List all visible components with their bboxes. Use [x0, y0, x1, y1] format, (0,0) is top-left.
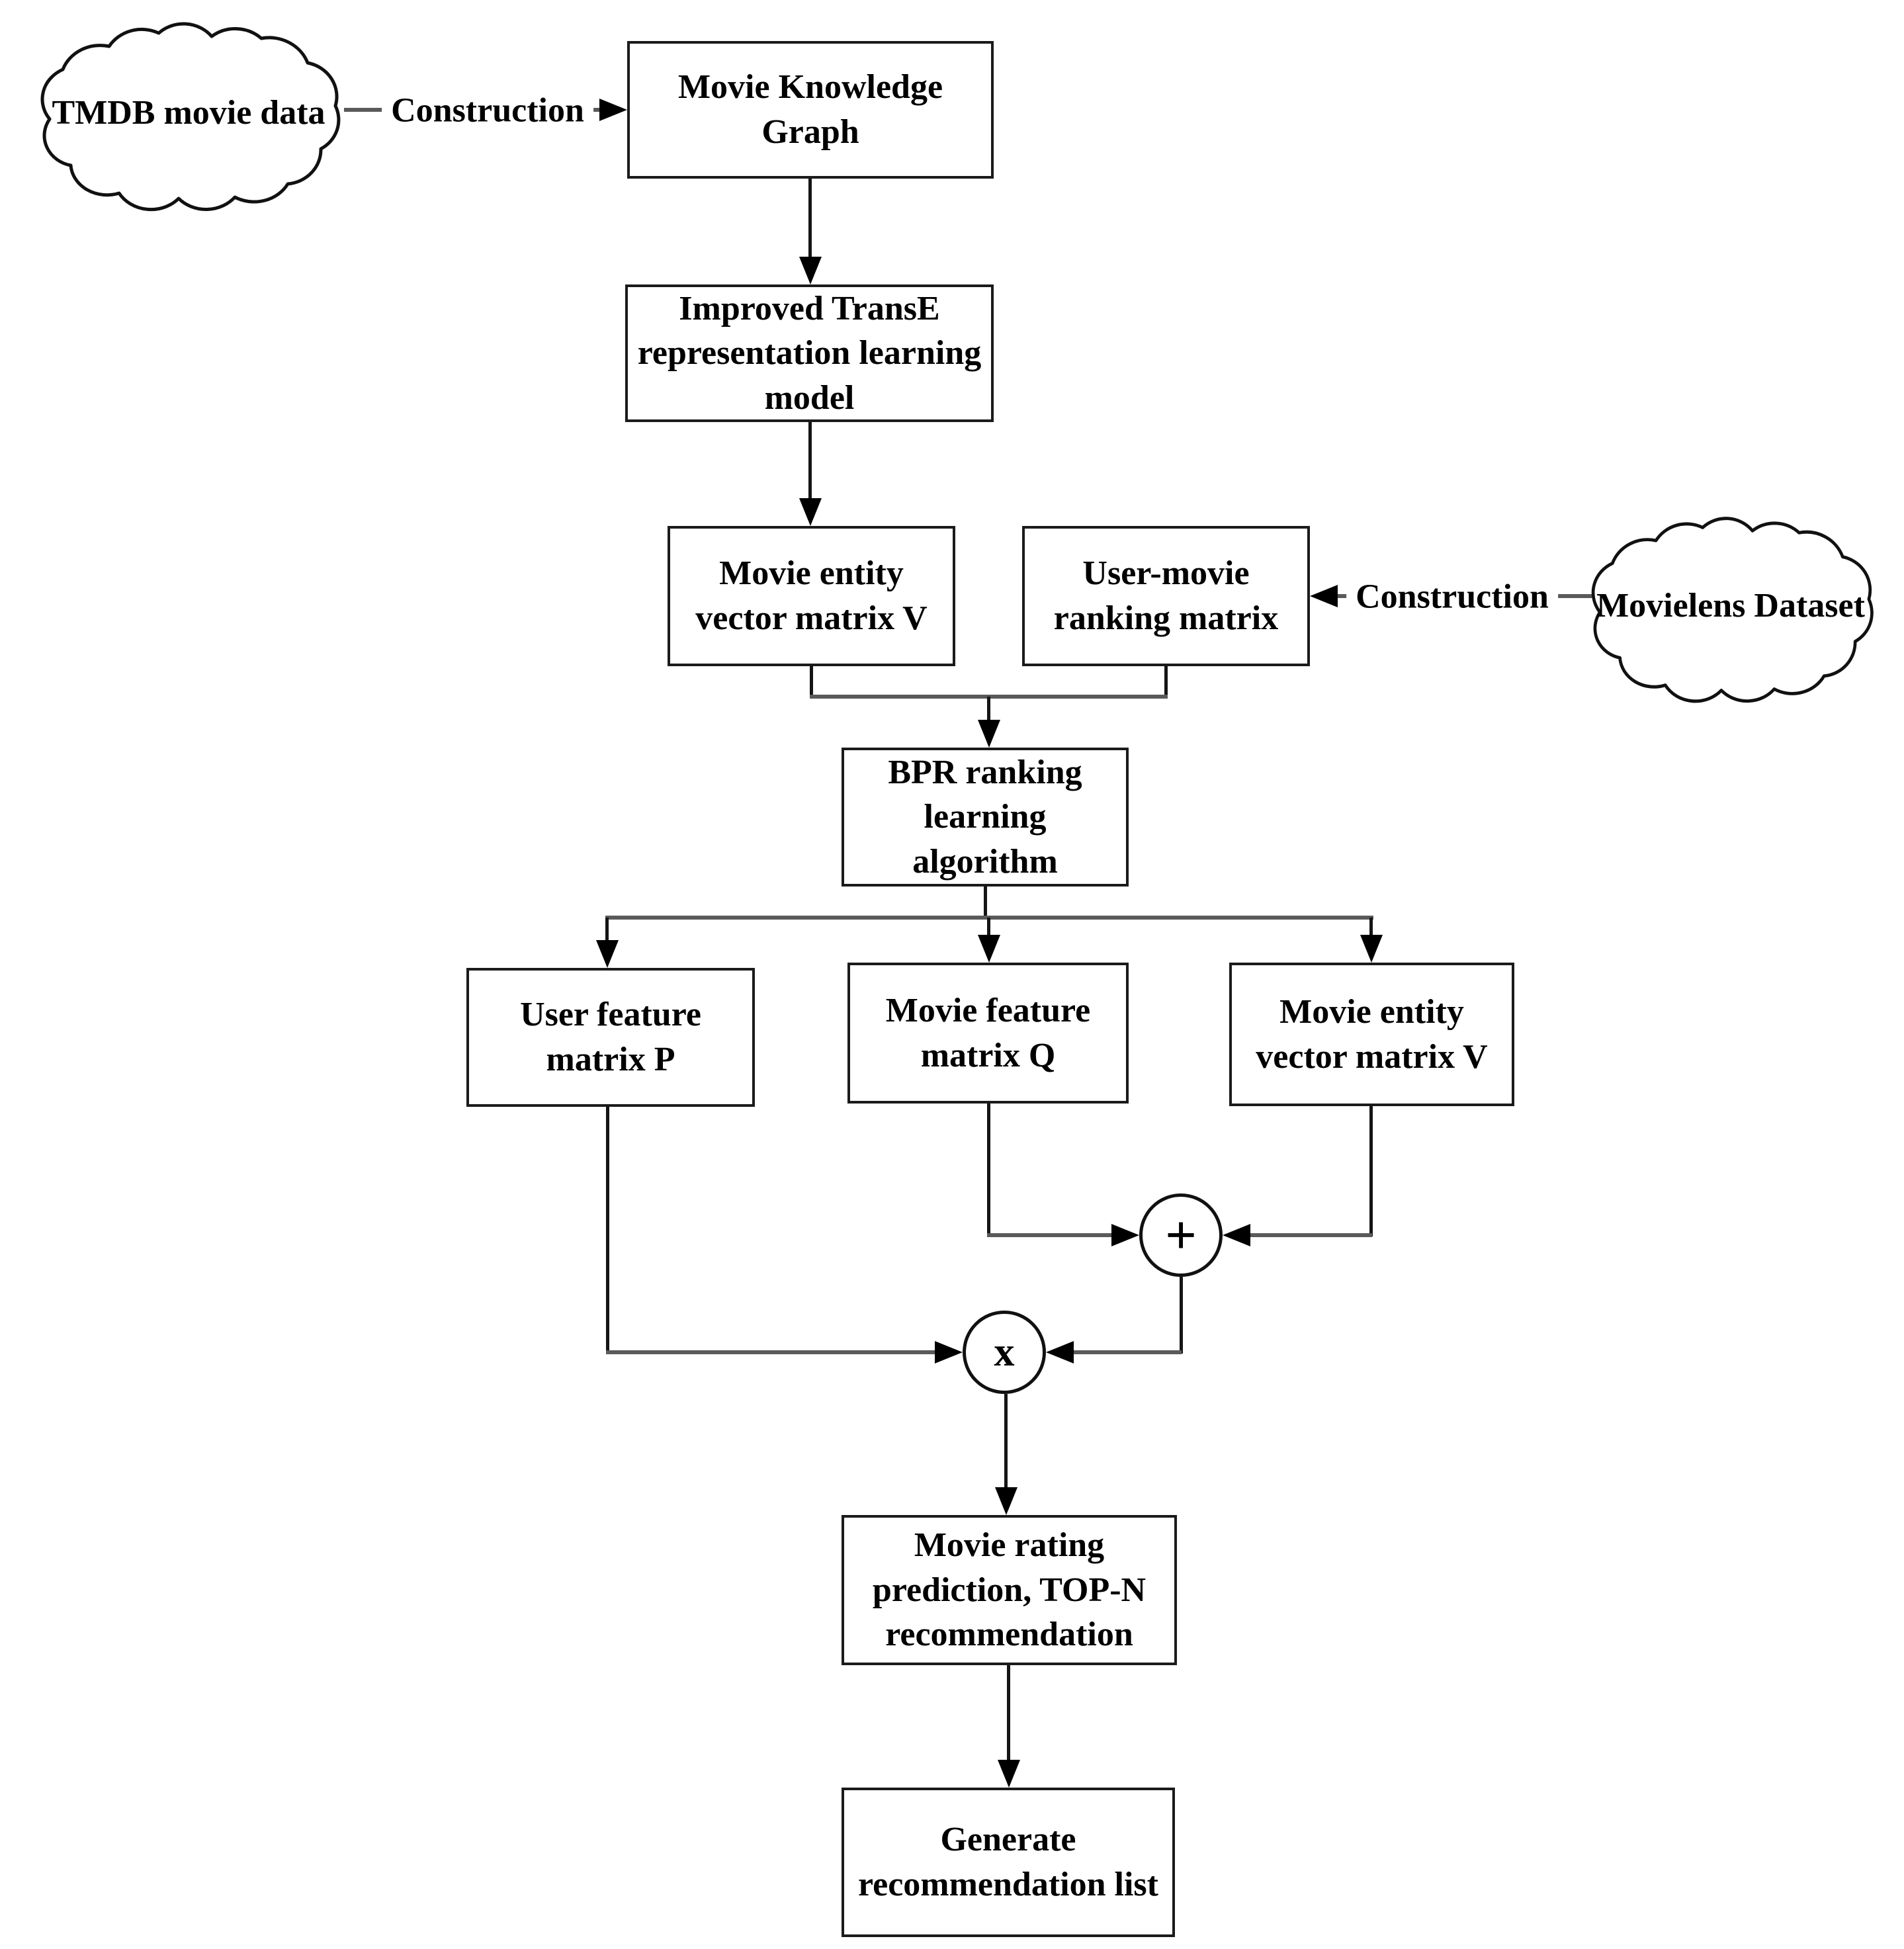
connector-line [987, 1104, 990, 1236]
arrowhead-down-icon [799, 257, 822, 284]
connector-line [606, 1350, 937, 1354]
arrowhead-down-icon [978, 720, 1000, 748]
cloud-label: TMDB movie data [52, 93, 325, 132]
cloud-movielens-dataset: Movielens Dataset [1563, 501, 1899, 710]
arrowhead-right-icon [1111, 1224, 1139, 1246]
node-generate-recommendation-list: Generate recommendation list [842, 1788, 1175, 1937]
connector-line [1369, 918, 1373, 936]
connector-line [606, 1107, 609, 1354]
connector-line [1007, 1665, 1010, 1762]
node-label: BPR ranking learning algorithm [888, 753, 1082, 881]
node-label: Generate recommendation list [858, 1821, 1158, 1903]
connector-line [808, 422, 812, 500]
arrowhead-left-icon [1223, 1224, 1250, 1246]
plus-symbol: + [1165, 1204, 1197, 1266]
connector-line [605, 918, 609, 941]
cloud-tmdb-movie-data: TMDB movie data [10, 7, 367, 218]
node-user-feature-matrix-p: User feature matrix P [466, 968, 755, 1107]
arrowhead-left-icon [1310, 585, 1338, 607]
node-label: Movie rating prediction, TOP-N recommend… [872, 1526, 1147, 1654]
connector-line [1072, 1350, 1182, 1354]
node-movie-entity-vector-matrix-v-bottom: Movie entity vector matrix V [1229, 963, 1514, 1106]
plus-operator-node: + [1139, 1193, 1223, 1277]
multiply-operator-node: x [963, 1311, 1046, 1394]
edge-label-construction-right: Construction [1346, 577, 1558, 617]
arrowhead-down-icon [998, 1760, 1020, 1788]
cloud-shape-icon [40, 22, 341, 212]
arrowhead-down-icon [995, 1487, 1017, 1515]
node-label: User-movie ranking matrix [1053, 554, 1279, 637]
connector-line [987, 697, 990, 721]
arrowhead-down-icon [978, 935, 1000, 963]
arrowhead-down-icon [799, 498, 822, 526]
connector-line [1004, 1394, 1008, 1490]
arrowhead-right-icon [935, 1341, 963, 1364]
connector-line [984, 887, 987, 918]
node-label: Movie feature matrix Q [885, 991, 1091, 1074]
connector-line [810, 666, 813, 698]
node-label: Improved TransE representation learning … [637, 289, 982, 417]
arrowhead-right-icon [599, 99, 627, 121]
connector-line [1180, 1277, 1183, 1354]
cloud-shape-icon [1591, 517, 1874, 703]
connector-line [987, 918, 990, 936]
node-movie-rating-prediction: Movie rating prediction, TOP-N recommend… [842, 1515, 1177, 1665]
connector-line [1249, 1233, 1372, 1237]
multiply-symbol: x [994, 1329, 1015, 1375]
edge-label-construction-left: Construction [382, 91, 593, 130]
arrowhead-down-icon [1360, 935, 1383, 963]
node-label: Movie entity vector matrix V [695, 554, 928, 637]
arrowhead-down-icon [596, 940, 619, 968]
node-label: User feature matrix P [520, 996, 701, 1078]
connector-line [1164, 666, 1168, 698]
node-label: Movie entity vector matrix V [1256, 992, 1488, 1076]
node-bpr-ranking-learning-algorithm: BPR ranking learning algorithm [842, 748, 1129, 887]
node-movie-knowledge-graph: Movie Knowledge Graph [627, 41, 994, 179]
node-label: Movie Knowledge Graph [677, 68, 943, 151]
node-improved-transe-model: Improved TransE representation learning … [625, 284, 994, 422]
node-movie-entity-vector-matrix-v-top: Movie entity vector matrix V [668, 526, 955, 666]
connector-line [987, 1233, 1113, 1237]
cloud-label: Movielens Dataset [1596, 587, 1865, 625]
node-movie-feature-matrix-q: Movie feature matrix Q [847, 963, 1129, 1104]
connector-line [1369, 1106, 1373, 1236]
arrowhead-left-icon [1046, 1341, 1074, 1364]
node-user-movie-ranking-matrix: User-movie ranking matrix [1022, 526, 1310, 666]
connector-line [808, 179, 812, 259]
